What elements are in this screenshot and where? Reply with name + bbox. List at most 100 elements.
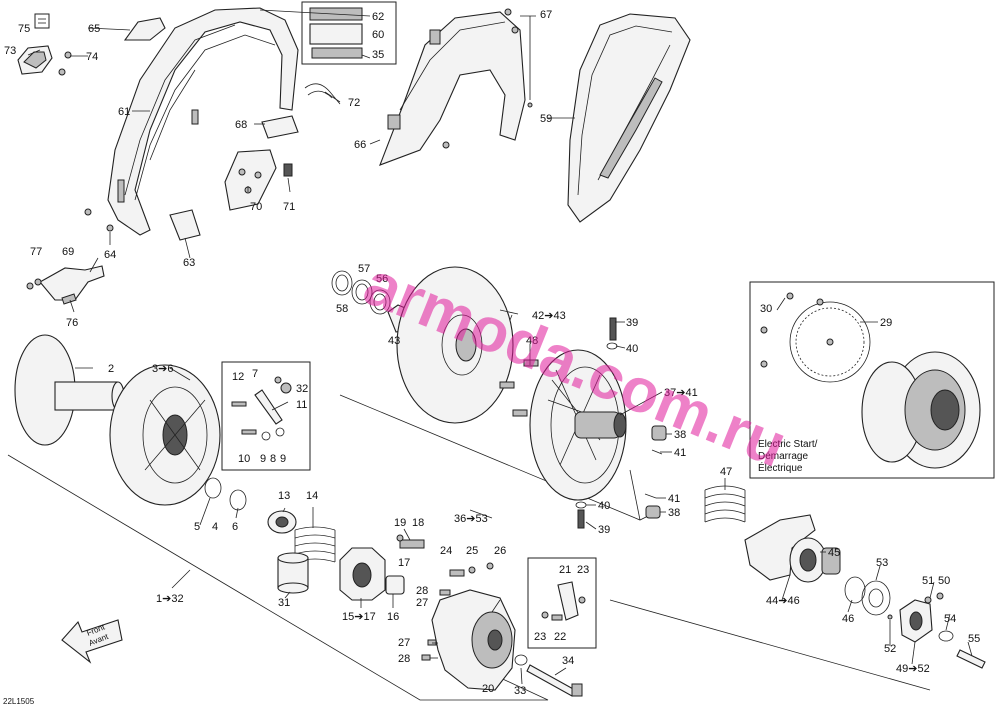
callout-61: 61 bbox=[118, 106, 130, 118]
callout-13: 13 bbox=[278, 490, 290, 502]
callout-26: 26 bbox=[494, 545, 506, 557]
part-73-bracket bbox=[17, 45, 53, 75]
callout-9-right: 9 bbox=[280, 453, 286, 465]
callout-9-left: 9 bbox=[260, 453, 266, 465]
part-34-bolt bbox=[526, 664, 583, 697]
electric-start-box bbox=[749, 281, 995, 479]
part-59-drive-belt bbox=[567, 13, 691, 223]
callout-67: 67 bbox=[540, 9, 552, 21]
callout-52: 52 bbox=[884, 643, 896, 655]
callout-30: 30 bbox=[760, 303, 772, 315]
part-2-fixed-sheave bbox=[14, 334, 125, 446]
callout-28-top: 28 bbox=[416, 585, 428, 597]
callout-33: 33 bbox=[514, 685, 526, 697]
callout-15: 15➔17 bbox=[342, 611, 376, 623]
callout-16: 16 bbox=[387, 611, 399, 623]
callout-74: 74 bbox=[86, 51, 98, 63]
leader-lines bbox=[27, 9, 973, 685]
callout-42: 42➔43 bbox=[532, 310, 566, 322]
callout-71: 71 bbox=[283, 201, 295, 213]
callout-64: 64 bbox=[104, 249, 116, 261]
callout-63: 63 bbox=[183, 257, 195, 269]
callout-43: 43 bbox=[388, 335, 400, 347]
callout-41-bottom: 41 bbox=[668, 493, 680, 505]
callout-35: 35 bbox=[372, 49, 384, 61]
callout-17: 17 bbox=[398, 557, 410, 569]
callout-57: 57 bbox=[358, 263, 370, 275]
callout-10: 10 bbox=[238, 453, 250, 465]
callout-59: 59 bbox=[540, 113, 552, 125]
callout-54: 54 bbox=[944, 613, 956, 625]
callout-47: 47 bbox=[720, 466, 732, 478]
callout-34: 34 bbox=[562, 655, 574, 667]
part-20-governor bbox=[421, 562, 528, 691]
callout-58: 58 bbox=[336, 303, 348, 315]
part-66-belt-guard bbox=[379, 8, 533, 166]
part-69-bracket bbox=[26, 265, 105, 305]
callout-75: 75 bbox=[18, 23, 30, 35]
part-42-driven-sheave bbox=[396, 266, 514, 424]
callout-73: 73 bbox=[4, 45, 16, 57]
parts-16-19 bbox=[385, 534, 425, 595]
callout-76: 76 bbox=[66, 317, 78, 329]
callout-1: 1➔32 bbox=[156, 593, 184, 605]
callout-40-bottom: 40 bbox=[598, 500, 610, 512]
callout-27-bottom: 27 bbox=[398, 637, 410, 649]
electric-start-line2: Démarrage bbox=[758, 451, 808, 462]
part-72-clip bbox=[304, 83, 341, 105]
electric-start-line1: Electric Start/ bbox=[758, 439, 818, 450]
callout-68: 68 bbox=[235, 119, 247, 131]
callout-23-bottom: 23 bbox=[534, 631, 546, 643]
callout-37: 37➔41 bbox=[664, 387, 698, 399]
callout-4: 4 bbox=[212, 521, 218, 533]
callout-29: 29 bbox=[880, 317, 892, 329]
detail-box-21-23 bbox=[527, 557, 597, 649]
callout-8: 8 bbox=[270, 453, 276, 465]
callout-50: 50 bbox=[938, 575, 950, 587]
callout-72: 72 bbox=[348, 97, 360, 109]
callout-18: 18 bbox=[412, 517, 424, 529]
part-68-bracket bbox=[261, 115, 299, 139]
callout-48: 48 bbox=[526, 335, 538, 347]
diagram-code: 22L1505 bbox=[3, 697, 35, 706]
electric-start-line3: Électrique bbox=[758, 461, 803, 474]
callout-2: 2 bbox=[108, 363, 114, 375]
part-31-bushing bbox=[277, 552, 309, 594]
callout-39-top: 39 bbox=[626, 317, 638, 329]
callout-labels: 75 65 73 74 61 62 60 35 72 68 70 71 64 6… bbox=[3, 9, 980, 706]
part-71-screw bbox=[283, 163, 293, 177]
part-13-cup bbox=[267, 510, 297, 534]
part-61-belt-guard-support bbox=[84, 7, 299, 241]
callout-27-top: 27 bbox=[416, 597, 428, 609]
part-74-screws bbox=[58, 51, 72, 76]
callout-28-bottom: 28 bbox=[398, 653, 410, 665]
callout-44: 44➔46 bbox=[766, 595, 800, 607]
callout-7: 7 bbox=[252, 368, 258, 380]
callout-56: 56 bbox=[376, 273, 388, 285]
callout-65: 65 bbox=[88, 23, 100, 35]
part-15-spider bbox=[339, 547, 386, 601]
callout-77: 77 bbox=[30, 246, 42, 258]
part-65-pad bbox=[123, 17, 166, 41]
part-3-sliding-sheave bbox=[109, 364, 221, 506]
callout-19: 19 bbox=[394, 517, 406, 529]
callout-36: 36➔53 bbox=[454, 513, 488, 525]
part-44-cam bbox=[744, 514, 866, 604]
callout-41-top: 41 bbox=[674, 447, 686, 459]
callout-51: 51 bbox=[922, 575, 934, 587]
callout-14: 14 bbox=[306, 490, 318, 502]
part-75-decal bbox=[34, 13, 50, 29]
part-47-spring bbox=[704, 485, 746, 523]
callout-40-top: 40 bbox=[626, 343, 638, 355]
lever-detail-box bbox=[221, 361, 311, 471]
callout-6: 6 bbox=[232, 521, 238, 533]
callout-49: 49➔52 bbox=[896, 663, 930, 675]
callout-20: 20 bbox=[482, 683, 494, 695]
callout-5: 5 bbox=[194, 521, 200, 533]
part-37-driven-pulley bbox=[499, 317, 627, 529]
callout-60: 60 bbox=[372, 29, 384, 41]
callout-38-bottom: 38 bbox=[668, 507, 680, 519]
callout-21: 21 bbox=[559, 564, 571, 576]
callout-53: 53 bbox=[876, 557, 888, 569]
